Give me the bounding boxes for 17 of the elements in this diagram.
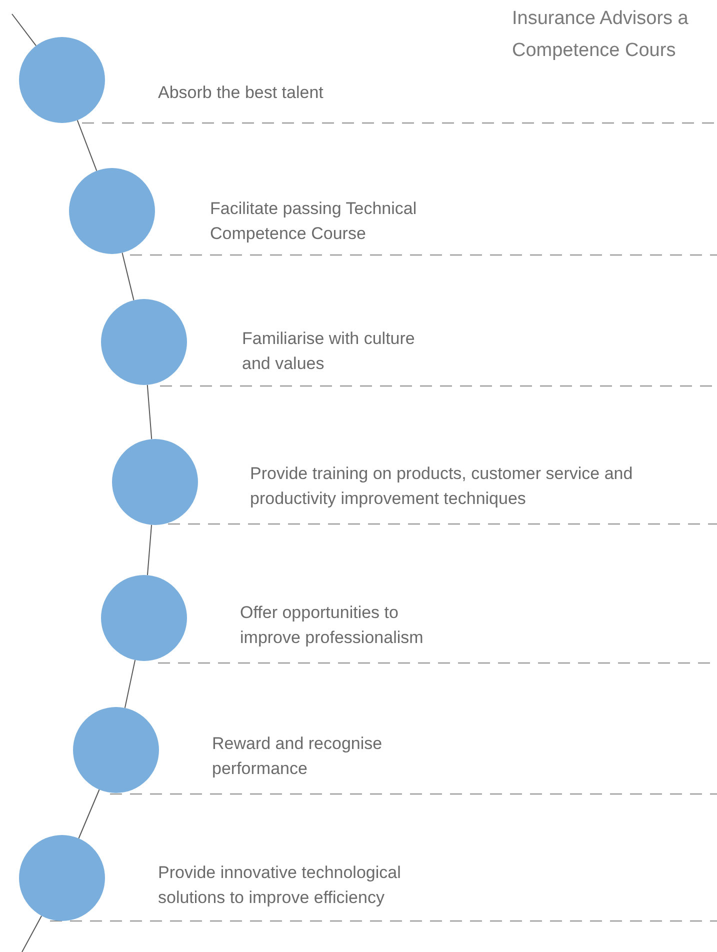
connector-line <box>146 384 152 440</box>
connector-line <box>122 252 134 301</box>
step-description: Offer opportunities to improve professionalism <box>240 602 424 649</box>
step-description: Reward and recognise performance <box>212 733 384 780</box>
step-description: Familiarise with culture and values <box>242 328 416 375</box>
step-description: Provide innovative technological solutions to improve efficiency <box>158 862 402 909</box>
heading-text: Competence Cours <box>512 40 676 62</box>
connector-line <box>124 660 136 708</box>
step-description: Provide training on products, customer service and productivity improvement techniques <box>250 463 634 510</box>
connector-line <box>78 789 100 839</box>
connector-line <box>12 14 37 46</box>
step-description: Absorb the best talent <box>158 82 324 104</box>
connector-line <box>146 524 152 576</box>
step-description: Facilitate passing Technical Competence Course <box>210 198 418 245</box>
connector-line <box>22 915 42 952</box>
heading-text: Insurance Advisors a <box>512 8 688 30</box>
connector-line <box>76 120 98 172</box>
